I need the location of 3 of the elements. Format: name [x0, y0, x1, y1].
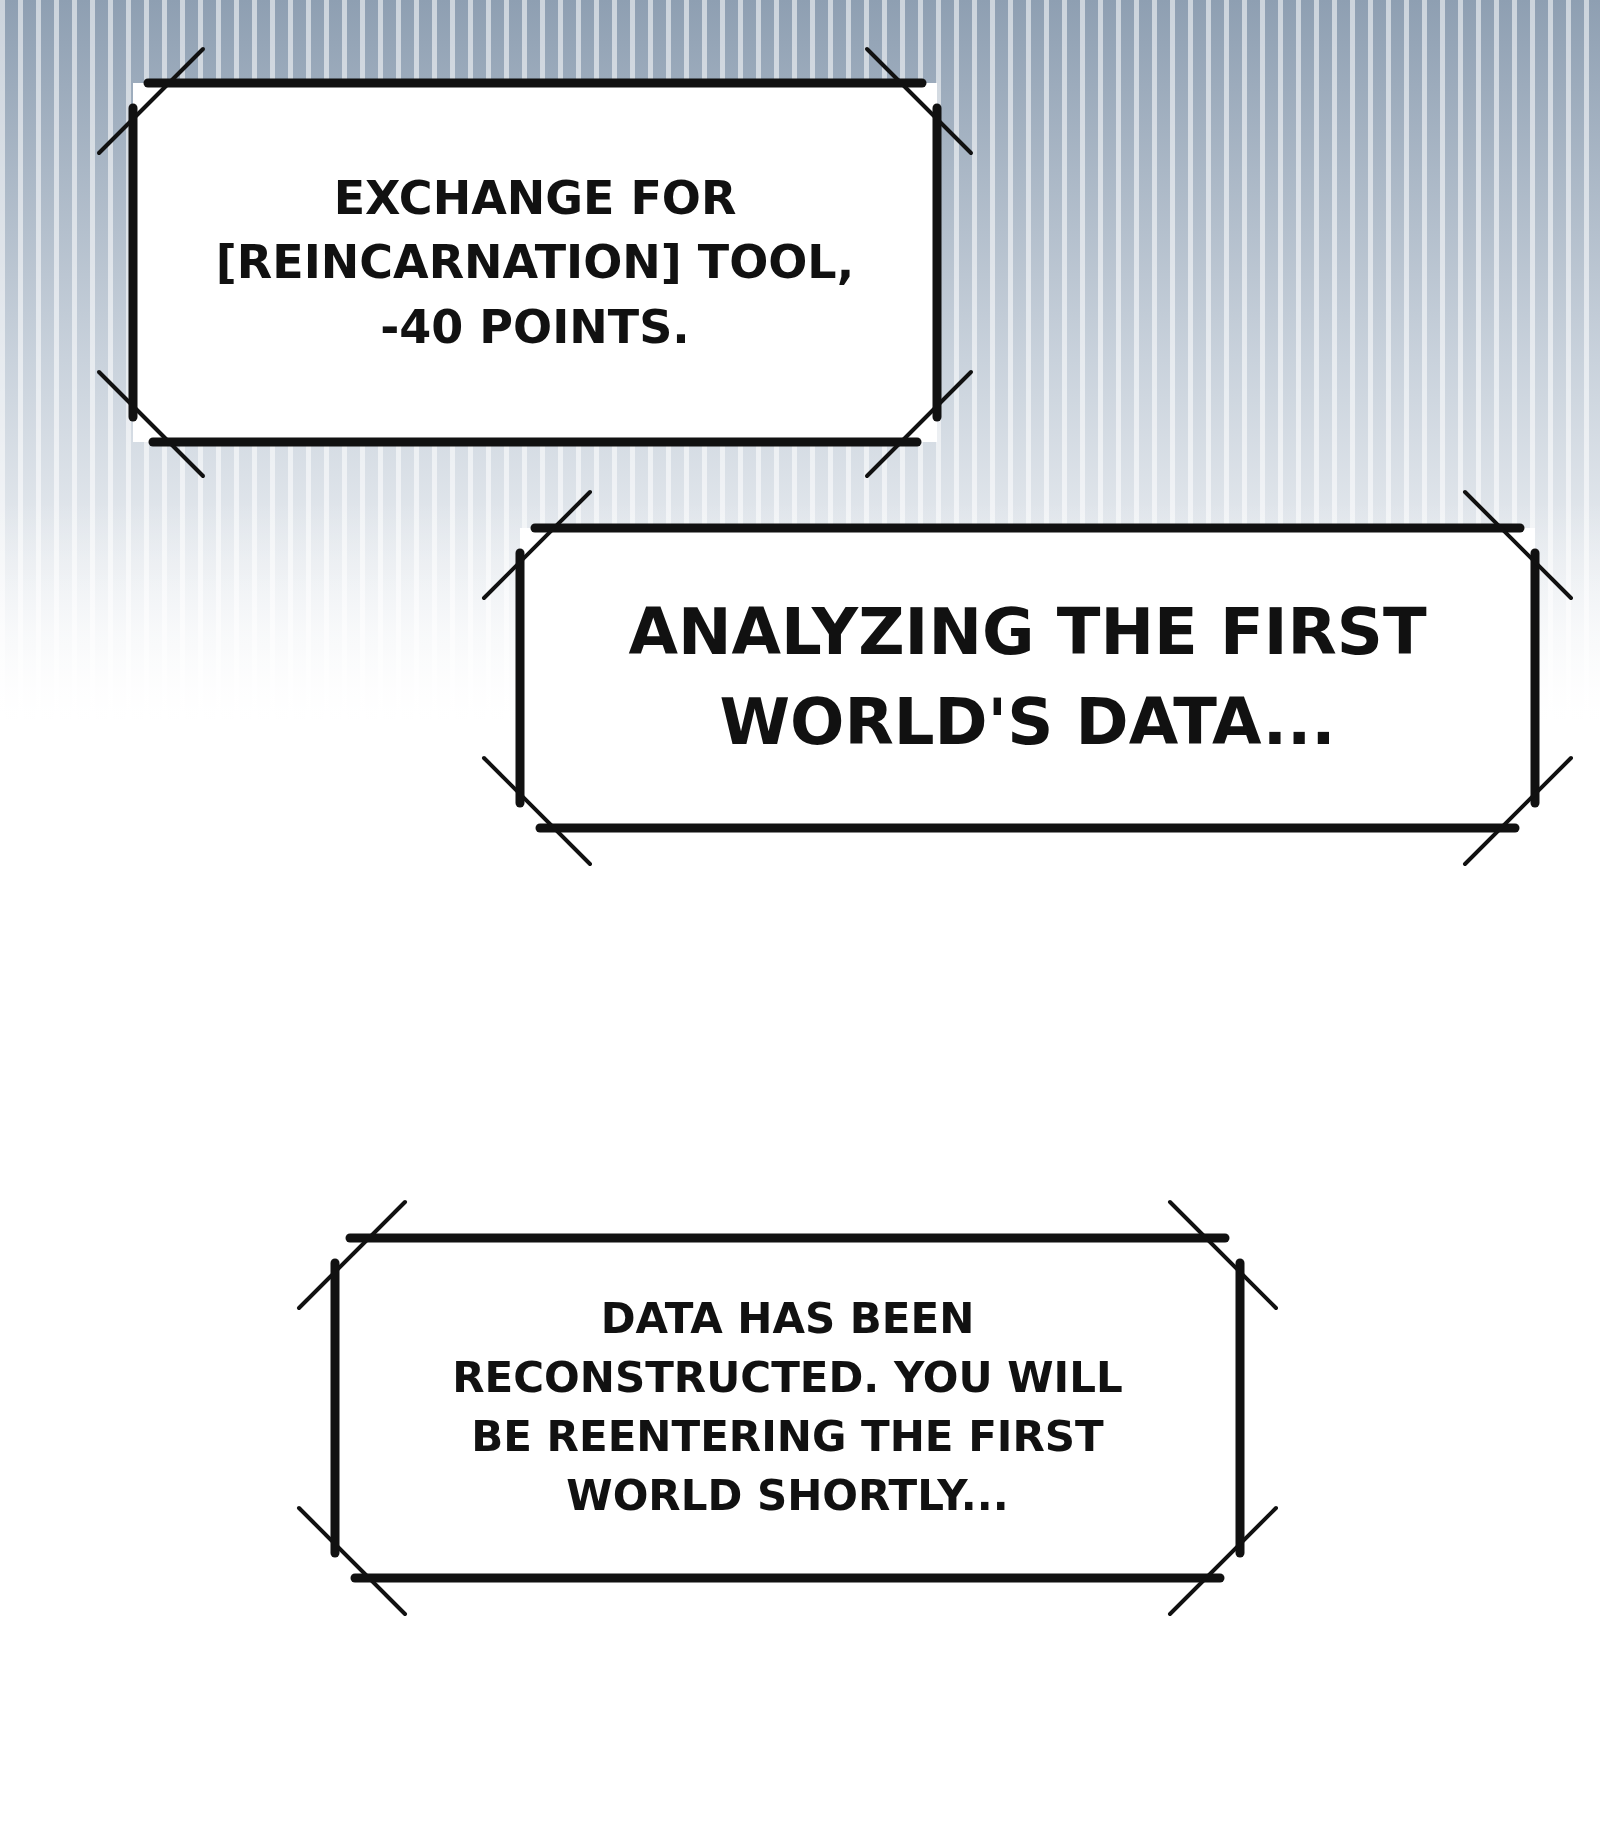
caption-text: ANALYZING THE FIRST WORLD'S DATA... [627, 594, 1428, 761]
caption-text: DATA HAS BEEN RECONSTRUCTED. YOU WILL BE REENTERING THE FIRST WORLD SHORTLY... [451, 1293, 1124, 1522]
caption-text: EXCHANGE FOR [REINCARNATION] TOOL, -40 POINTS. [214, 169, 856, 356]
